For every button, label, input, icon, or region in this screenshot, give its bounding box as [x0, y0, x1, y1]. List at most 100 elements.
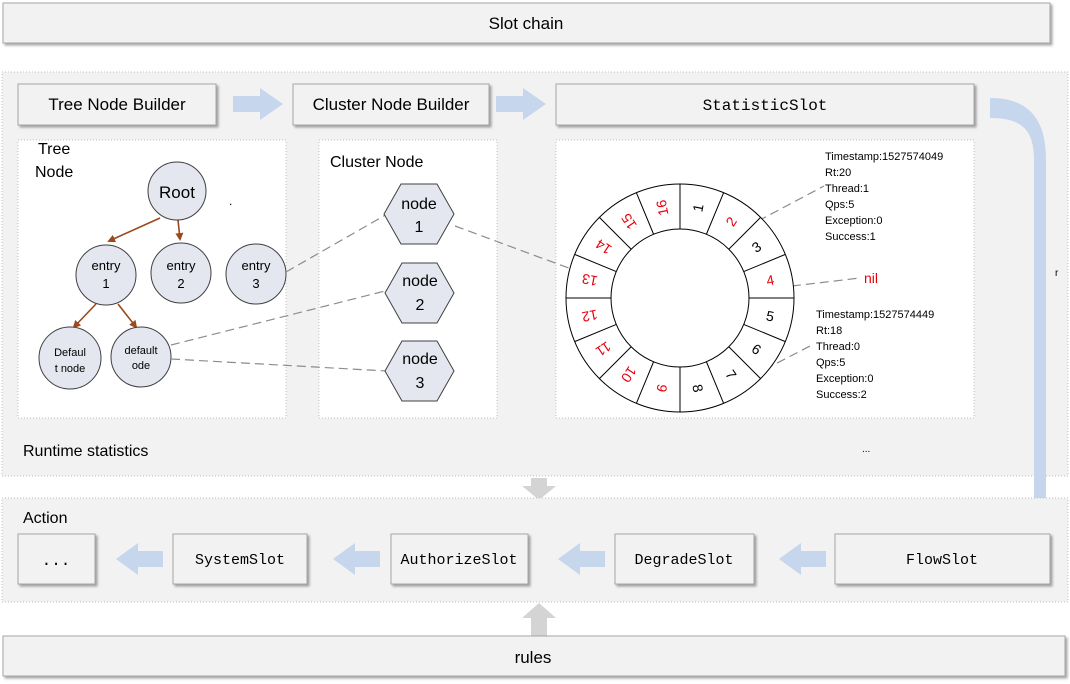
stray-r-label: r — [1055, 268, 1059, 279]
tree-node-title: Node — [35, 164, 73, 181]
cluster-node-3: node 3 — [384, 340, 455, 402]
entry-2-label: 2 — [177, 276, 184, 291]
entry-1-label: entry — [92, 258, 121, 273]
system-slot-box: SystemSlot — [172, 533, 308, 585]
stats-top-line: Qps:5 — [825, 199, 854, 211]
arrow-left-icon — [333, 543, 380, 575]
ring-divider — [574, 253, 617, 273]
cluster-node-title: Cluster Node — [330, 154, 423, 171]
arrow-right-icon — [496, 88, 546, 120]
nil-label: nil — [864, 270, 878, 286]
tree-node-default-1: Defaul t node — [38, 326, 102, 390]
arrow-left-icon — [779, 543, 826, 575]
ring-segment-label: 9 — [653, 383, 670, 394]
cluster-node-builder-box: Cluster Node Builder — [292, 83, 490, 126]
statistic-slot-label: StatisticSlot — [703, 97, 828, 115]
node-2-label: 2 — [416, 297, 425, 314]
ring-segment-label: 14 — [592, 236, 614, 258]
ring-divider — [705, 192, 725, 235]
slot-chain-bar: Slot chain — [2, 2, 1051, 44]
stats-top-line: Rt:20 — [825, 167, 851, 179]
node-2-label: node — [402, 273, 438, 290]
ring-divider — [635, 361, 655, 404]
ring-divider — [635, 192, 655, 235]
more-slots-box: ... — [17, 533, 96, 585]
ring-segment-label: 10 — [618, 364, 640, 386]
curved-arrow-down-icon — [990, 98, 1062, 522]
connector-entry3-node1 — [285, 212, 390, 273]
stats-top: Timestamp:1527574049 Rt:20 Thread:1 Qps:… — [825, 151, 943, 243]
cluster-node-diagram: Cluster Node node 1 node 2 node 3 — [330, 154, 455, 402]
stats-bottom: Timestamp:1527574449 Rt:18 Thread:0 Qps:… — [816, 309, 934, 401]
authorize-slot-box: AuthorizeSlot — [390, 533, 529, 585]
stats-bottom-line: Timestamp:1527574449 — [816, 309, 934, 321]
node-3-label: 3 — [416, 375, 425, 392]
ring-segment-label: 15 — [618, 210, 640, 232]
authorize-slot-label: AuthorizeSlot — [400, 552, 517, 569]
stats-top-line: Timestamp:1527574049 — [825, 151, 943, 163]
stats-top-line: Thread:1 — [825, 183, 869, 195]
default-node-1-label: t node — [55, 363, 86, 375]
connector-default2-node3 — [170, 358, 388, 372]
tree-node-entry-1: entry 1 — [75, 244, 137, 306]
root-label: Root — [159, 183, 195, 202]
entry-2-label: entry — [167, 258, 196, 273]
tree-node-entry-3: entry 3 — [225, 243, 287, 305]
runtime-ellipsis: ... — [862, 444, 870, 455]
ring-divider — [743, 253, 786, 273]
statistic-slot-box: StatisticSlot — [555, 83, 975, 126]
cluster-node-builder-label: Cluster Node Builder — [313, 95, 470, 114]
ring-segment-label: 8 — [689, 383, 706, 394]
flow-slot-box: FlowSlot — [834, 533, 1051, 585]
stats-top-line: Success:1 — [825, 231, 876, 243]
node-1-label: node — [401, 196, 437, 213]
stats-bottom-line: Thread:0 — [816, 341, 860, 353]
node-1-label: 1 — [415, 219, 424, 236]
ring-divider — [599, 346, 632, 379]
entry-3-label: 3 — [252, 276, 259, 291]
stats-bottom-line: Qps:5 — [816, 357, 845, 369]
tree-node-entry-2: entry 2 — [150, 242, 212, 304]
arrow-up-icon — [522, 603, 556, 636]
connector-node1-ring — [454, 225, 575, 271]
connector-ring-stats-top — [757, 185, 825, 222]
ring-divider — [574, 323, 617, 343]
slot-chain-label: Slot chain — [489, 14, 564, 33]
connector-ring-nil — [791, 277, 861, 287]
default-node-2-label: ode — [132, 360, 150, 372]
rules-label: rules — [515, 648, 552, 667]
arrow-left-icon — [116, 543, 163, 575]
ring-divider — [705, 361, 725, 404]
stats-bottom-line: Exception:0 — [816, 373, 873, 385]
node-3-label: node — [402, 351, 438, 368]
tree-node-title: Tree — [38, 141, 70, 158]
tree-edge — [107, 217, 161, 243]
arrow-right-icon — [233, 88, 283, 120]
degrade-slot-box: DegradeSlot — [614, 533, 755, 585]
ring-segment-label: 1 — [689, 202, 706, 213]
arrow-left-icon — [558, 543, 605, 575]
tree-node-default-2: default ode — [110, 326, 172, 388]
rules-bar: rules — [2, 635, 1066, 677]
default-node-2-label: default — [124, 345, 157, 357]
ring-divider — [599, 217, 632, 250]
default-node-1-label: Defaul — [54, 347, 86, 359]
cluster-node-2: node 2 — [384, 262, 455, 324]
tree-node-diagram: Tree Node . Root entry 1 entry 2 entry 3 — [35, 141, 287, 390]
stats-bottom-line: Rt:18 — [816, 325, 842, 337]
ring-segment-label: 16 — [653, 198, 672, 217]
tree-edge — [117, 303, 138, 329]
action-label: Action — [23, 510, 67, 527]
ring-divider — [743, 323, 786, 343]
tree-edge — [72, 303, 97, 329]
ring-segment-label: 4 — [765, 271, 776, 288]
entry-3-label: entry — [242, 258, 271, 273]
ring-inner — [610, 228, 750, 368]
degrade-slot-label: DegradeSlot — [634, 552, 733, 569]
tree-edge — [175, 219, 184, 241]
flow-slot-label: FlowSlot — [906, 552, 978, 569]
ring-segment-label: 12 — [580, 307, 599, 326]
